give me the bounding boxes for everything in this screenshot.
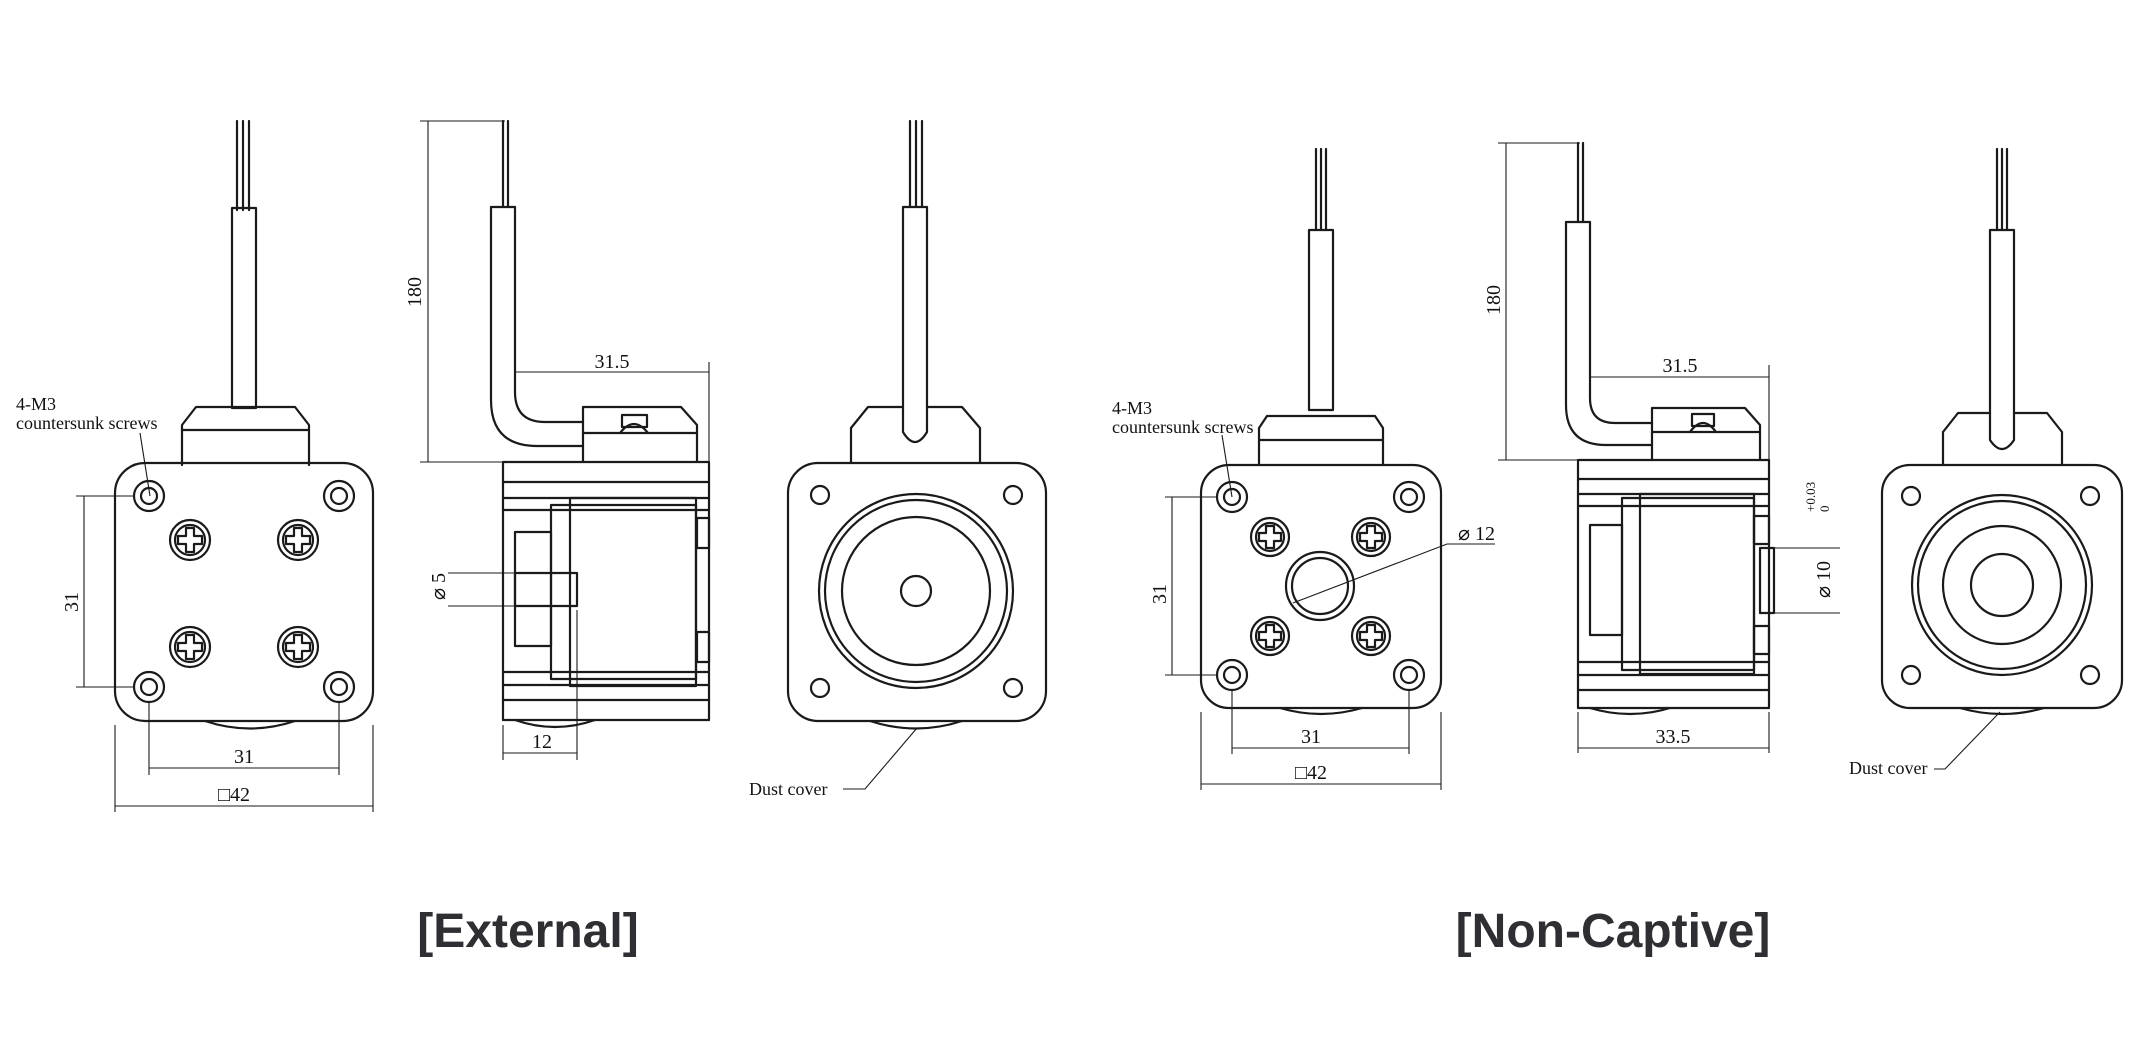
noncaptive-dim-cable-180: 180 [1483, 285, 1505, 315]
noncaptive-dim-boss-tol-lower: 0 [1817, 506, 1832, 513]
external-dim-square-42: □42 [218, 784, 250, 806]
noncaptive-dim-boss-dia: ⌀ 10 [1813, 561, 1835, 598]
external-dim-cable-180: 180 [404, 277, 426, 307]
external-caption: [External] [417, 905, 638, 958]
external-dim-shaft-dia: ⌀ 5 [428, 573, 450, 600]
external-rear-view [786, 119, 1048, 790]
external-dim-horizontal-31: 31 [234, 746, 254, 768]
screw-icon [168, 518, 212, 562]
screw-icon [1350, 615, 1392, 657]
external-dim-shaft-12: 12 [532, 731, 552, 753]
noncaptive-dim-boss-tol-upper: +0.03 [1803, 482, 1818, 512]
screw-icon [1249, 615, 1291, 657]
external-side-view [420, 119, 711, 760]
noncaptive-dim-horizontal-31: 31 [1301, 726, 1321, 748]
noncaptive-caption: [Non-Captive] [1456, 905, 1771, 958]
noncaptive-dim-overall-33-5: 33.5 [1656, 726, 1691, 748]
noncaptive-rear-view [1880, 147, 2124, 770]
external-front-view [76, 119, 375, 812]
external-dim-vertical-31: 31 [61, 592, 83, 612]
external-dim-depth-31-5: 31.5 [595, 351, 630, 373]
noncaptive-dim-vertical-31: 31 [1149, 584, 1171, 604]
external-screw-note-line1: 4-M3 [16, 394, 56, 414]
external-screw-note-line2: countersunk screws [16, 413, 157, 433]
noncaptive-dim-square-42: □42 [1295, 762, 1327, 784]
noncaptive-side-view [1498, 141, 1840, 753]
noncaptive-dust-cover-label: Dust cover [1849, 758, 1927, 778]
noncaptive-dim-bore: ⌀ 12 [1458, 523, 1495, 545]
noncaptive-front-view [1165, 147, 1495, 790]
screw-icon [276, 625, 320, 669]
noncaptive-dim-depth-31-5: 31.5 [1663, 355, 1698, 377]
screw-icon [168, 625, 212, 669]
screw-icon [1350, 516, 1392, 558]
noncaptive-screw-note-line1: 4-M3 [1112, 398, 1152, 418]
external-dust-cover-label: Dust cover [749, 779, 827, 799]
noncaptive-screw-note-line2: countersunk screws [1112, 417, 1253, 437]
screw-icon [1249, 516, 1291, 558]
screw-icon [276, 518, 320, 562]
